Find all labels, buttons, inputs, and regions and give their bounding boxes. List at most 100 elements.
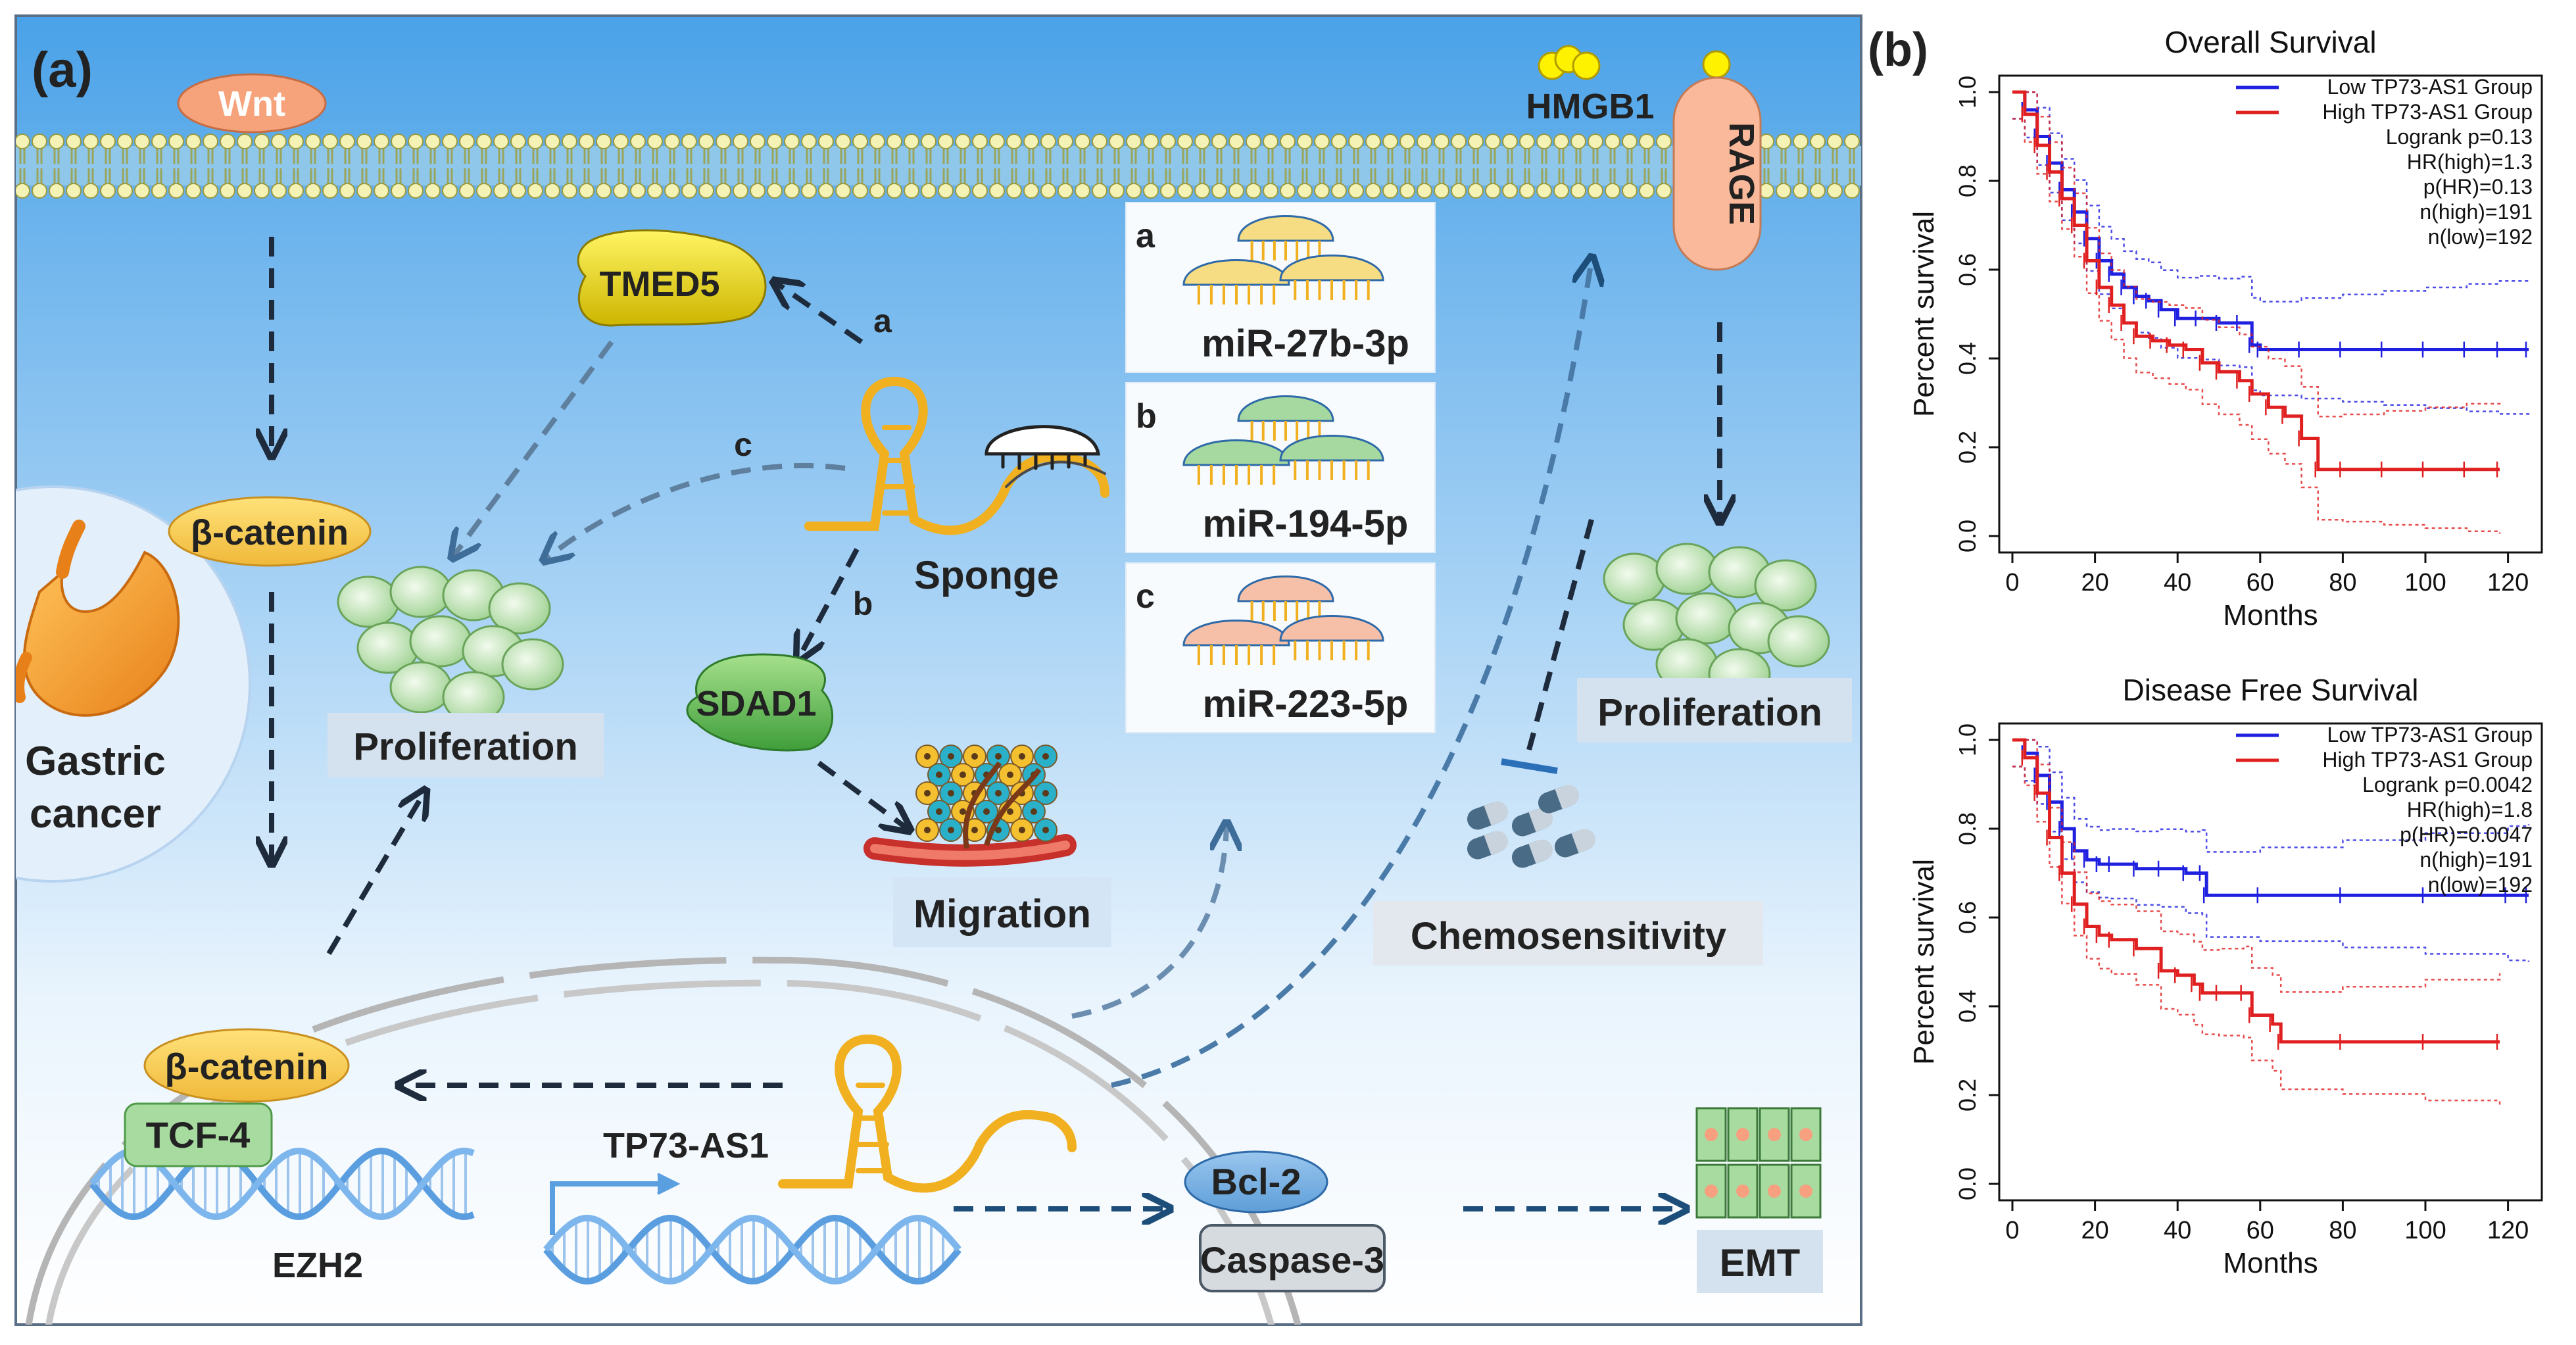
y-tick-label: 0.8: [1954, 164, 1981, 197]
x-tick-label: 80: [2329, 1217, 2356, 1244]
beta-catenin-cytoplasm-node: β-catenin: [168, 496, 372, 567]
x-tick-label: 20: [2081, 1217, 2108, 1244]
legend-label: Low TP73-AS1 Group: [2327, 723, 2533, 746]
y-tick-label: 0.4: [1954, 342, 1981, 375]
wnt-label: Wnt: [218, 84, 285, 124]
x-tick-label: 120: [2487, 1217, 2529, 1244]
migration-label: Migration: [913, 892, 1091, 936]
rage-label: RAGE: [1722, 122, 1761, 225]
ci-upper-line: [2012, 91, 2530, 303]
ezh2-label: EZH2: [272, 1246, 363, 1285]
panel-b-label: (b): [1868, 24, 1928, 76]
sponge-label: Sponge: [914, 553, 1059, 597]
mirna-name: miR-223-5p: [1203, 683, 1409, 725]
tp73-as1-lncrna-icon: [778, 1034, 1077, 1193]
inhibition-bar: [1501, 758, 1558, 774]
tmed5-label: TMED5: [599, 264, 719, 304]
hmgb1-node: HMGB1: [1526, 45, 1731, 126]
nuclear-envelope: [25, 956, 1301, 1325]
y-tick-label: 1.0: [1954, 76, 1981, 109]
mirna-letter: a: [1136, 217, 1155, 255]
survival-curve: [2012, 738, 2529, 897]
transcription-start-arrow: [550, 1181, 664, 1235]
transcription-arrowhead: [657, 1173, 681, 1195]
y-tick-label: 0.6: [1954, 253, 1981, 286]
arrow-label-b: b: [853, 585, 873, 622]
gastric-cancer-tissue: Gastric cancer: [16, 485, 251, 883]
stat-label: n(high)=191: [2419, 200, 2533, 224]
x-tick-label: 40: [2164, 1217, 2191, 1244]
proliferation-cells-left: [337, 566, 564, 723]
bcl2-label: Bcl-2: [1211, 1161, 1301, 1202]
caspase3-label: Caspase-3: [1200, 1239, 1384, 1281]
x-tick-label: 100: [2404, 569, 2446, 597]
arrow-label-c: c: [734, 426, 752, 463]
stat-label: p(HR)=0.0047: [2400, 823, 2533, 846]
rage-receptor: RAGE: [1672, 76, 1762, 271]
stat-label: p(HR)=0.13: [2423, 175, 2533, 199]
tmed5-node: TMED5: [577, 229, 767, 327]
panel-b-background: [1865, 16, 2564, 1325]
proliferation-cells-right: [1603, 543, 1830, 700]
proliferation-label-box-left: [328, 713, 604, 777]
beta-catenin-nuclear-label: β-catenin: [165, 1046, 329, 1087]
y-tick-label: 0.8: [1954, 812, 1981, 845]
x-tick-label: 40: [2164, 569, 2191, 597]
tcf4-label: TCF-4: [146, 1114, 251, 1156]
sdad1-label: SDAD1: [696, 684, 816, 723]
x-tick-label: 0: [2005, 569, 2019, 597]
panel-a-background: [14, 14, 1862, 1326]
y-tick-label: 0.2: [1954, 431, 1981, 464]
y-axis-label: Percent survival: [1908, 859, 1940, 1065]
arrow-label-a: a: [873, 303, 892, 339]
y-tick-label: 0.0: [1954, 1167, 1981, 1200]
x-tick-label: 0: [2005, 1217, 2019, 1244]
proliferation-label-right: Proliferation: [1597, 691, 1822, 734]
ci-lower-line: [2012, 766, 2501, 1106]
emt-label-box: [1697, 1230, 1823, 1293]
drug-pills-icon: [1467, 785, 1596, 868]
tp73-label: TP73-AS1: [603, 1126, 769, 1165]
sponge-lncrna-icon: [804, 376, 1109, 535]
tissue-label-line2: cancer: [30, 791, 161, 837]
y-tick-label: 1.0: [1954, 723, 1981, 756]
chemosensitivity-label-box: [1373, 901, 1763, 966]
legend-label: High TP73-AS1 Group: [2322, 100, 2533, 124]
x-axis-label: Months: [2223, 1247, 2318, 1279]
migration-icon: [863, 745, 1077, 867]
wnt-node: Wnt: [177, 73, 327, 134]
proliferation-label-left: Proliferation: [353, 725, 578, 768]
cell-membrane: [16, 134, 1861, 199]
bcl2-node: Bcl-2: [1184, 1150, 1328, 1213]
stat-label: Logrank p=0.13: [2386, 125, 2533, 149]
stat-label: Logrank p=0.0042: [2362, 773, 2533, 796]
sdad1-node: SDAD1: [686, 653, 833, 752]
x-tick-label: 20: [2081, 569, 2108, 597]
y-tick-label: 0.6: [1954, 901, 1981, 934]
mirna-name: miR-194-5p: [1203, 502, 1409, 545]
proliferation-label-box-right: [1577, 678, 1852, 743]
emt-label: EMT: [1720, 1242, 1800, 1284]
survival-curve: [2012, 90, 2500, 472]
stat-label: HR(high)=1.3: [2407, 150, 2533, 174]
y-tick-label: 0.2: [1954, 1079, 1981, 1112]
x-axis-label: Months: [2223, 599, 2318, 631]
plot-frame: [1998, 74, 2543, 554]
legend-label: Low TP73-AS1 Group: [2327, 75, 2533, 99]
stat-label: n(low)=192: [2428, 225, 2533, 249]
x-tick-label: 60: [2247, 1217, 2274, 1244]
ribosome-icon: [984, 425, 1100, 470]
panel-a: Gastric cancer: [14, 14, 1862, 1326]
x-tick-label: 80: [2329, 569, 2356, 597]
beta-catenin-nuclear-node: β-catenin: [143, 1028, 350, 1103]
x-tick-label: 60: [2247, 569, 2274, 597]
stat-label: n(low)=192: [2428, 873, 2533, 896]
